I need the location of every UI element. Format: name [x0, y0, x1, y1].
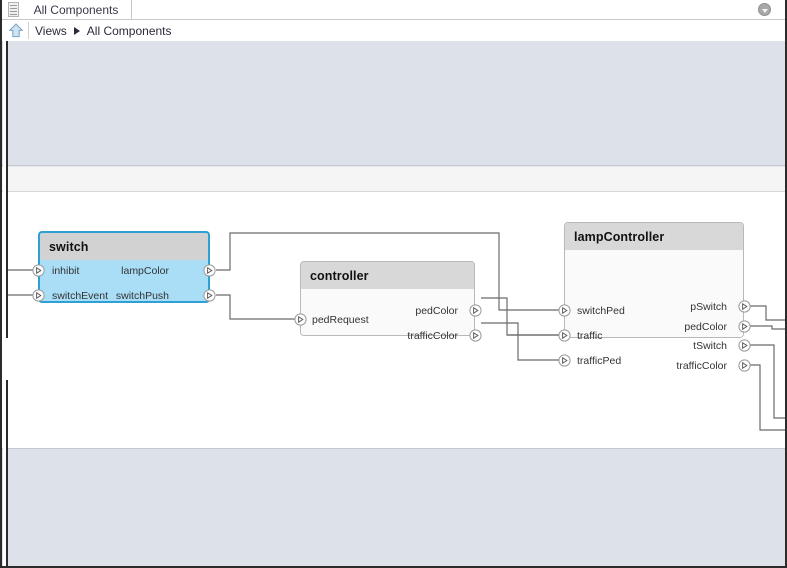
- port-in-switchped[interactable]: [558, 304, 571, 317]
- port-label-trafficped: trafficPed: [577, 355, 622, 367]
- block-switch-title: switch: [49, 239, 89, 254]
- diagram-canvas[interactable]: switch inhibit switchEvent lampColor swi…: [2, 41, 785, 566]
- port-label-switchpush: switchPush: [115, 290, 169, 302]
- port-out-pedcolor[interactable]: [469, 304, 482, 317]
- block-controller-header: controller: [301, 262, 474, 290]
- window-border-left: [0, 0, 2, 568]
- block-controller-title: controller: [310, 268, 369, 283]
- port-out-trafficcolor[interactable]: [469, 329, 482, 342]
- block-lampcontroller-title: lampController: [574, 229, 665, 244]
- breadcrumb-divider: [28, 22, 29, 39]
- port-in-traffic[interactable]: [558, 329, 571, 342]
- breadcrumb: Views All Components: [35, 20, 172, 41]
- port-label-pswitch: pSwitch: [690, 301, 727, 313]
- block-switch[interactable]: switch: [38, 231, 210, 303]
- breadcrumb-bar: Views All Components: [2, 20, 785, 42]
- port-out-lampcolor[interactable]: [203, 264, 216, 277]
- port-out-tswitch[interactable]: [738, 339, 751, 352]
- port-out-lamp-trafficcolor[interactable]: [738, 359, 751, 372]
- port-label-pedcolor: pedColor: [415, 305, 458, 317]
- grip-handle-icon[interactable]: [8, 2, 19, 17]
- port-out-pswitch[interactable]: [738, 300, 751, 313]
- port-label-traffic: traffic: [577, 330, 603, 342]
- port-label-tswitch: tSwitch: [693, 340, 727, 352]
- port-out-lamp-pedcolor[interactable]: [738, 320, 751, 333]
- port-label-inhibit: inhibit: [52, 265, 80, 277]
- dropdown-circle-icon[interactable]: [758, 3, 771, 16]
- port-label-pedrequest: pedRequest: [312, 314, 369, 326]
- block-lampcontroller[interactable]: lampController: [564, 222, 744, 338]
- port-label-lampcolor: lampColor: [121, 265, 169, 277]
- port-in-inhibit[interactable]: [32, 264, 45, 277]
- port-label-trafficcolor: trafficColor: [407, 330, 458, 342]
- tab-label: All Components: [33, 2, 119, 17]
- breadcrumb-item-views[interactable]: Views: [35, 23, 67, 38]
- port-label-switchped: switchPed: [577, 305, 625, 317]
- home-up-arrow-icon[interactable]: [7, 22, 25, 39]
- tab-strip-empty-area: [132, 0, 785, 19]
- tab-strip-divider: [2, 19, 785, 20]
- block-lampcontroller-body: [565, 250, 743, 337]
- port-in-switchevent[interactable]: [32, 289, 45, 302]
- port-out-switchpush[interactable]: [203, 289, 216, 302]
- breadcrumb-item-all-components[interactable]: All Components: [86, 23, 172, 38]
- canvas-left-rail-gap: [6, 338, 8, 380]
- block-controller[interactable]: controller: [300, 261, 475, 336]
- window-border-bottom: [0, 566, 787, 568]
- port-label-lamp-trafficcolor: trafficColor: [676, 360, 727, 372]
- port-in-pedrequest[interactable]: [294, 313, 307, 326]
- block-switch-header: switch: [40, 233, 208, 261]
- port-label-switchevent: switchEvent: [52, 290, 109, 302]
- tab-strip: All Components: [2, 0, 785, 19]
- canvas-left-rail-line: [6, 41, 8, 566]
- port-label-lamp-pedcolor: pedColor: [684, 321, 727, 333]
- block-controller-body: [301, 289, 474, 335]
- block-switch-body: [40, 260, 208, 301]
- window-border-right: [785, 0, 787, 568]
- block-lampcontroller-header: lampController: [565, 223, 743, 251]
- tab-all-components[interactable]: All Components: [21, 0, 132, 19]
- triangle-right-icon: [73, 26, 80, 35]
- canvas-band-top: [2, 41, 785, 166]
- canvas-band-middle: [2, 166, 785, 192]
- canvas-left-rail: [3, 41, 8, 566]
- port-in-trafficped[interactable]: [558, 354, 571, 367]
- canvas-band-bottom: [2, 448, 785, 566]
